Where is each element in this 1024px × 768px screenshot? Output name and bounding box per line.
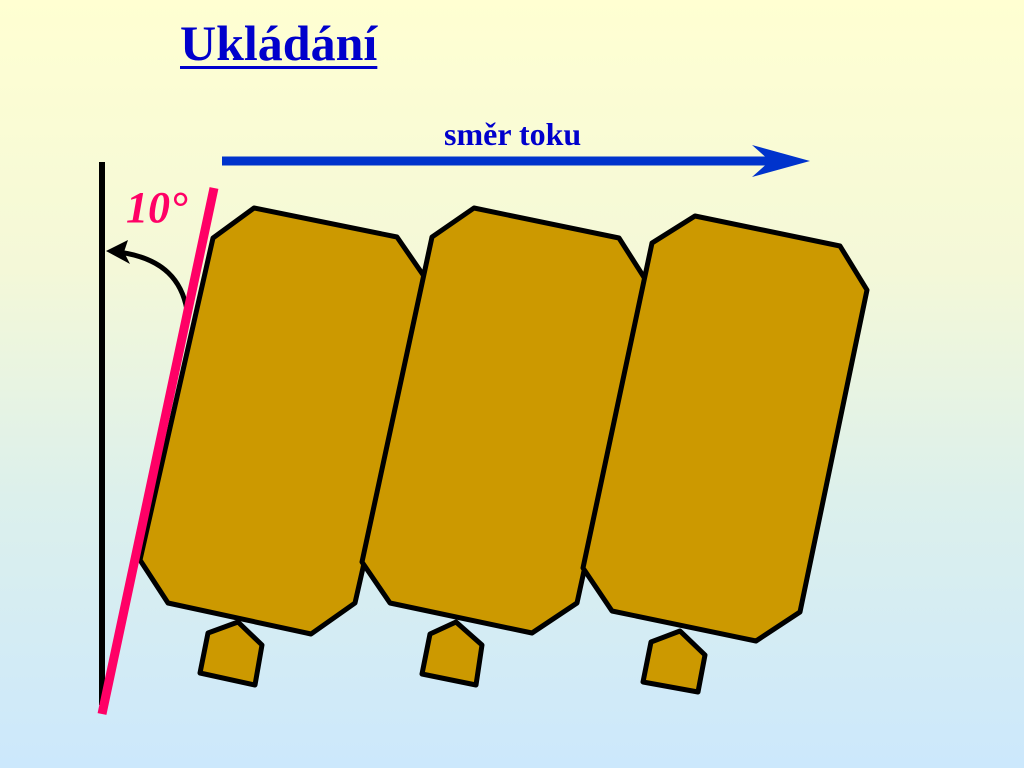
block-foot-1 xyxy=(197,619,265,688)
tilted-angle-line xyxy=(97,187,219,715)
angle-arc-arrow xyxy=(106,240,190,311)
block-foot-2 xyxy=(419,619,485,688)
block-body-1 xyxy=(137,205,431,637)
block-body-3 xyxy=(580,213,870,644)
stacked-block-1 xyxy=(137,205,431,688)
stacked-block-2 xyxy=(359,205,650,688)
stacked-block-3 xyxy=(580,213,870,695)
slide-title: Ukládání xyxy=(180,15,378,71)
block-body-2 xyxy=(359,205,650,636)
flow-direction-label: směr toku xyxy=(444,116,582,152)
angle-label: 10° xyxy=(126,183,188,232)
block-foot-3 xyxy=(640,628,708,695)
flow-direction-arrow xyxy=(222,145,810,177)
